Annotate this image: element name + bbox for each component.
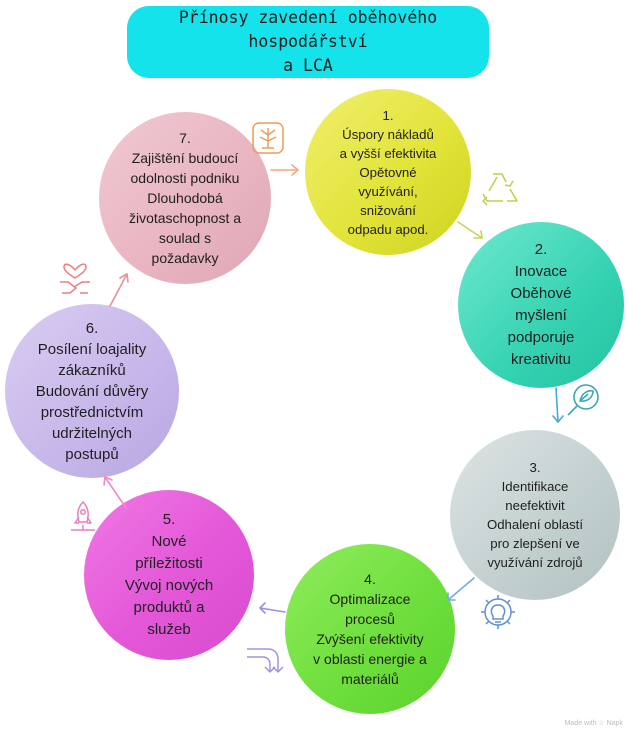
step-3-circle: 3. Identifikace neefektivit Odhalení obl… bbox=[450, 430, 620, 600]
step-text-line: odpadu apod. bbox=[347, 221, 429, 237]
step-text-line: prostřednictvím bbox=[40, 403, 144, 421]
step-text-line: udržitelných bbox=[51, 424, 133, 442]
step-text-line: Odhalení oblastí bbox=[486, 517, 584, 532]
arrow-7-to-1 bbox=[270, 164, 299, 176]
step-text-line: kreativitu bbox=[510, 351, 572, 368]
arrows-icon bbox=[247, 648, 284, 673]
arrow-3-to-4 bbox=[447, 577, 475, 601]
step-text-line: životaschopnost a bbox=[128, 210, 242, 226]
step-1-circle: 1. Úspory nákladů a vyšší efektivita Opě… bbox=[305, 89, 471, 255]
step-text-line: produktů a bbox=[133, 599, 205, 616]
arrow-2-to-3 bbox=[552, 387, 564, 423]
step-text-line: a vyšší efektivita bbox=[339, 145, 437, 161]
arrow-4-to-5 bbox=[259, 602, 286, 614]
step-number: 4. bbox=[364, 571, 376, 587]
step-text-line: Budování důvěry bbox=[35, 382, 149, 400]
step-5-circle: 5. Nové příležitosti Vývoj nových produk… bbox=[84, 490, 254, 660]
step-text-line: Identifikace bbox=[501, 479, 569, 494]
step-text-line: využívání, bbox=[358, 183, 418, 199]
step-text-line: Úspory nákladů bbox=[342, 126, 434, 142]
step-text-line: procesů bbox=[345, 611, 395, 627]
step-text-line: podporuje bbox=[507, 329, 575, 346]
step-text-line: služeb bbox=[147, 621, 191, 638]
magnifier-leaf-icon bbox=[567, 384, 599, 416]
title-line-1: Přínosy zavedení oběhového hospodářství bbox=[178, 8, 438, 51]
gear-lightbulb-icon bbox=[481, 595, 515, 629]
step-number: 7. bbox=[179, 130, 191, 146]
step-text-line: Oběhové bbox=[510, 285, 572, 302]
napkin-watermark: Made with ☆ Napk bbox=[564, 720, 623, 727]
recycle-icon bbox=[482, 173, 518, 206]
tree-icon bbox=[252, 122, 284, 154]
arrow-5-to-6 bbox=[103, 476, 127, 509]
step-text-line: Opětovné bbox=[359, 164, 417, 180]
step-text-line: Zvýšení efektivity bbox=[316, 631, 424, 647]
step-number: 2. bbox=[534, 241, 548, 258]
step-text-line: snižování bbox=[360, 202, 416, 218]
step-text-line: zákazníků bbox=[58, 361, 126, 379]
heart-handshake-icon bbox=[60, 263, 90, 294]
step-text-line: odolnosti podniku bbox=[130, 170, 240, 186]
step-text-line: využívání zdrojů bbox=[487, 555, 583, 570]
step-text-line: Posílení loajality bbox=[37, 340, 147, 358]
step-text-line: materiálů bbox=[341, 671, 399, 687]
step-text-line: myšlení bbox=[515, 307, 567, 324]
title-line-2: a LCA bbox=[283, 56, 333, 75]
step-text-line: neefektivit bbox=[505, 498, 565, 513]
step-text-line: soulad s bbox=[158, 230, 212, 246]
rocket-icon bbox=[71, 501, 95, 531]
arrow-6-to-7 bbox=[109, 273, 129, 307]
step-text-line: v oblasti energie a bbox=[313, 651, 427, 667]
arrow-1-to-2 bbox=[457, 221, 483, 239]
step-2-circle: 2. Inovace Oběhové myšlení podporuje kre… bbox=[458, 222, 624, 388]
step-text-line: požadavky bbox=[151, 250, 219, 266]
step-text-line: Dlouhodobá bbox=[147, 190, 223, 206]
step-text-line: Zajištění budoucí bbox=[131, 150, 239, 166]
step-text-line: pro zlepšení ve bbox=[490, 536, 580, 551]
step-number: 6. bbox=[85, 319, 99, 337]
step-6-circle: 6. Posílení loajality zákazníků Budování… bbox=[5, 304, 179, 478]
step-text-line: postupů bbox=[65, 445, 119, 463]
step-number: 5. bbox=[162, 511, 176, 528]
step-text-line: Optimalizace bbox=[329, 591, 411, 607]
step-text-line: Inovace bbox=[514, 263, 568, 280]
step-text-line: příležitosti bbox=[135, 555, 203, 572]
step-number: 1. bbox=[382, 107, 394, 123]
step-7-circle: 7. Zajištění budoucí odolnosti podniku D… bbox=[99, 112, 271, 284]
step-number: 3. bbox=[529, 460, 541, 475]
diagram-title: Přínosy zavedení oběhového hospodářství … bbox=[127, 6, 489, 78]
step-text-line: Nové bbox=[151, 533, 187, 550]
step-text-line: Vývoj nových bbox=[124, 577, 214, 594]
step-4-circle: 4. Optimalizace procesů Zvýšení efektivi… bbox=[285, 544, 455, 714]
